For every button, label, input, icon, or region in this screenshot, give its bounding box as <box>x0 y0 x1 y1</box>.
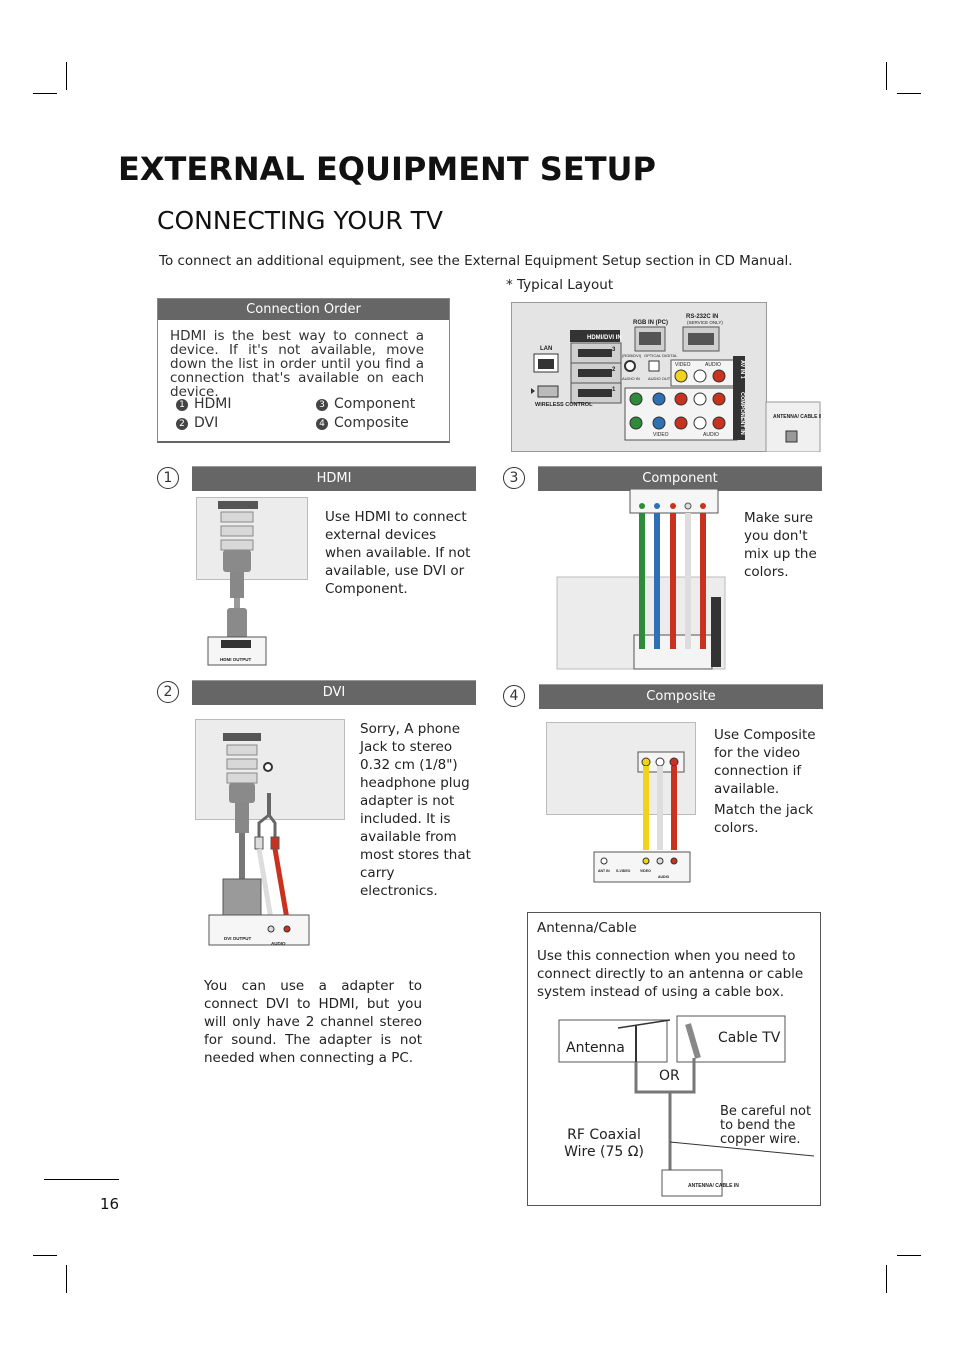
section-number-2: 2 <box>157 681 179 703</box>
number-badge: 4 <box>316 418 328 430</box>
order-item-label: DVI <box>194 415 219 431</box>
number-badge: 1 <box>176 399 188 411</box>
antenna-description: Use this connection when you need to con… <box>537 948 804 1000</box>
antenna-connection-diagram: ANTENNA/ CABLE IN <box>558 1015 815 1197</box>
port-1-label: 1 <box>612 387 616 393</box>
intro-text: To connect an additional equipment, see … <box>159 253 793 269</box>
section-number-1: 1 <box>157 467 179 489</box>
composite-connection-diagram: ANT IN S-VIDEO VIDEO AUDIO <box>546 722 696 883</box>
hdmi-heading: HDMI <box>192 466 476 491</box>
section-number-4: 4 <box>503 685 525 707</box>
service-only-label: (SERVICE ONLY) <box>687 320 723 325</box>
lan-label: LAN <box>540 346 552 352</box>
optical-digital-label: OPTICAL DIGITAL <box>644 353 678 358</box>
component-description: Make sure you don't mix up the colors. <box>744 510 817 580</box>
order-item-dvi: 2 DVI <box>176 415 218 431</box>
hdmi-description: Use HDMI to connect external devices whe… <box>325 509 471 597</box>
crop-mark <box>897 1255 921 1256</box>
antenna-cable-in-label: ANTENNA/ CABLE IN <box>688 1183 739 1189</box>
crop-mark <box>33 1255 57 1256</box>
hdmi-dvi-in-label: HDMI/DVI IN <box>587 335 622 341</box>
audio-label: AUDIO <box>658 875 670 879</box>
audio-out-label: AUDIO OUT <box>648 376 671 381</box>
crop-mark <box>66 1265 67 1293</box>
order-item-component: 3 Component <box>316 396 415 412</box>
composite-match-colors: Match the jack colors. <box>714 802 814 836</box>
component-heading: Component <box>538 466 822 491</box>
port-3-label: 3 <box>612 347 616 353</box>
rgb-dvi-label: (RGB/DVI) <box>622 353 642 358</box>
composite-heading: Composite <box>539 684 823 709</box>
s-video-label: S-VIDEO <box>616 869 631 873</box>
audio-label: AUDIO <box>703 432 719 438</box>
connection-order-heading: Connection Order <box>158 299 449 320</box>
dvi-connection-diagram: DVI OUTPUT AUDIO <box>195 719 345 946</box>
order-item-composite: 4 Composite <box>316 415 409 431</box>
or-label: OR <box>659 1068 680 1084</box>
dvi-output-label: DVI OUTPUT <box>224 936 252 941</box>
section-number-3: 3 <box>503 467 525 489</box>
crop-mark <box>66 62 67 90</box>
component-in-label: COMPONENT IN <box>739 392 745 435</box>
section-title: CONNECTING YOUR TV <box>157 206 444 235</box>
antenna-cable-in-label: ANTENNA/ CABLE IN <box>773 414 821 420</box>
crop-mark <box>33 93 57 94</box>
video-label: VIDEO <box>653 432 669 438</box>
video-label: VIDEO <box>675 362 691 368</box>
number-badge: 3 <box>316 399 328 411</box>
composite-description: Use Composite for the video connection i… <box>714 727 816 797</box>
crop-mark <box>897 93 921 94</box>
typical-layout-label: * Typical Layout <box>506 277 614 293</box>
number-badge: 2 <box>176 418 188 430</box>
antenna-heading: Antenna/Cable <box>537 920 637 936</box>
rgb-in-pc-label: RGB IN (PC) <box>633 320 668 326</box>
av-in-1-label: AV IN 1 <box>739 360 745 379</box>
order-item-label: Composite <box>334 415 409 431</box>
audio-label: AUDIO <box>705 362 721 368</box>
crop-mark <box>886 62 887 90</box>
careful-note: Be careful not to bend the copper wire. <box>720 1104 812 1147</box>
connection-order-text: HDMI is the best way to connect a device… <box>170 328 424 400</box>
order-item-label: Component <box>334 396 416 412</box>
hdmi-output-label: HDMI OUTPUT <box>220 657 251 662</box>
tv-back-panel-diagram: LAN HDMI/DVI IN RGB IN (PC) RS-232C IN (… <box>511 302 821 452</box>
video-label: VIDEO <box>640 869 651 873</box>
crop-mark <box>886 1265 887 1293</box>
page-number: 16 <box>100 1195 120 1213</box>
order-item-label: HDMI <box>194 396 232 412</box>
hdmi-connection-diagram: HDMI OUTPUT <box>196 497 308 666</box>
audio-in-label: AUDIO IN <box>622 376 640 381</box>
rs232c-in-label: RS-232C IN <box>686 314 718 320</box>
dvi-heading: DVI <box>192 680 476 705</box>
audio-label: AUDIO <box>271 941 286 946</box>
rf-coaxial-label: RF Coaxial Wire (75 Ω) <box>564 1127 644 1160</box>
antenna-label: Antenna <box>566 1040 625 1056</box>
dvi-adapter-note: You can use a adapter to connect DVI to … <box>204 978 422 1066</box>
wireless-control-label: WIRELESS CONTROL <box>535 402 593 408</box>
page-title: EXTERNAL EQUIPMENT SETUP <box>118 150 656 188</box>
component-connection-diagram <box>556 489 726 670</box>
footer-rule <box>44 1179 119 1180</box>
antenna-cable-box <box>527 912 821 1206</box>
dvi-description: Sorry, A phone Jack to stereo 0.32 cm (1… <box>360 721 471 899</box>
connection-order-box: Connection Order HDMI is the best way to… <box>157 298 450 443</box>
cable-tv-label: Cable TV <box>718 1030 781 1046</box>
order-item-hdmi: 1 HDMI <box>176 396 232 412</box>
ant-in-label: ANT IN <box>598 869 610 873</box>
port-2-label: 2 <box>612 367 616 373</box>
